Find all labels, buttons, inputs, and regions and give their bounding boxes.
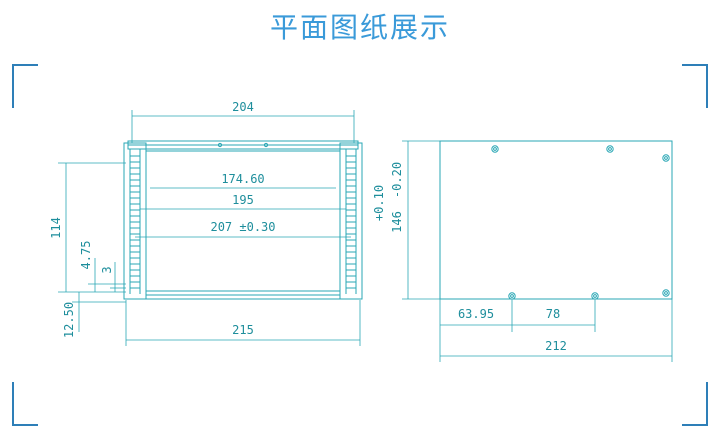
- dim-inner-3: 207 ±0.30: [210, 220, 275, 234]
- dim-top-width: 204: [232, 100, 254, 114]
- mount-holes: [491, 145, 670, 300]
- dim-right-height: 146: [390, 211, 404, 233]
- dim-left-height: 114: [49, 217, 63, 239]
- side-view: [439, 140, 673, 300]
- dim-inner-1: 174.60: [221, 172, 264, 186]
- dim-right-tol-plus: +0.10: [372, 185, 386, 221]
- dim-left-1250: 12.50: [62, 302, 76, 338]
- side-ribs: [130, 155, 356, 289]
- screw-hole-right: [263, 142, 269, 148]
- dim-right-212: 212: [545, 339, 567, 353]
- dim-inner-2: 195: [232, 193, 254, 207]
- dim-right-78: 78: [546, 307, 560, 321]
- dim-bottom-width: 215: [232, 323, 254, 337]
- dim-left-3: 3: [100, 266, 114, 273]
- dim-left-475: 4.75: [79, 241, 93, 270]
- dim-right-tol-minus: -0.20: [390, 162, 404, 198]
- frame-corner-bottom-left: [12, 382, 38, 426]
- screw-hole-left: [217, 142, 223, 148]
- frame-corners: [12, 64, 708, 426]
- dim-right-6395: 63.95: [458, 307, 494, 321]
- bottom-rail: [145, 290, 341, 296]
- frame-corner-top-right: [682, 64, 708, 108]
- side-view-dimensions: [402, 140, 673, 362]
- page-title: 平面图纸展示: [269, 11, 450, 44]
- frame-corner-bottom-right: [682, 382, 708, 426]
- side-panel: [439, 140, 673, 300]
- frame-corner-top-left: [12, 64, 38, 108]
- front-view-dimensions: [58, 110, 361, 346]
